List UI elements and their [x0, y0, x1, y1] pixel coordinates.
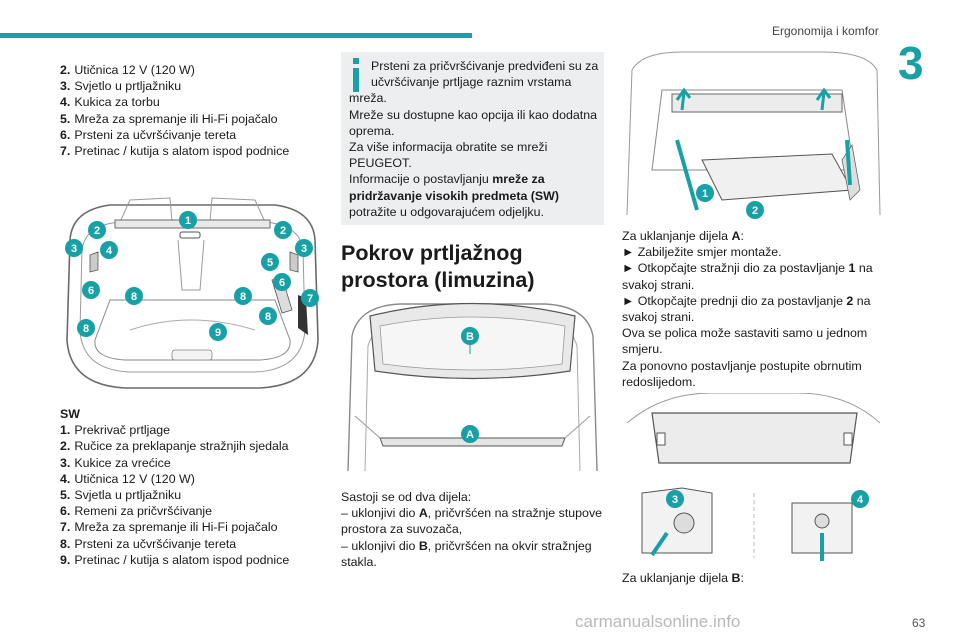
removal-instructions: Za uklanjanje dijela A: ► Zabilježite sm… [622, 229, 873, 389]
cover-illustration: B A [347, 302, 598, 472]
trunk-label: 6 [88, 285, 94, 297]
list-item: 2.Ručice za preklapanje stražnjih sjedal… [60, 439, 289, 454]
list-item: 8.Prsteni za učvršćivanje tereta [60, 536, 237, 551]
list-item: 5.Mreža za spremanje ili Hi-Fi pojačalo [60, 111, 278, 126]
list-item: 3.Kukice za vrećice [60, 455, 171, 470]
fig4-label-3: 3 [672, 494, 678, 506]
fig3-label-2: 2 [752, 205, 758, 217]
section-title: Ergonomija i komfor [772, 24, 879, 38]
trunk-label: 9 [215, 327, 221, 339]
trunk-illustration: 1 2 2 3 3 4 5 6 6 7 8 8 8 8 9 [60, 180, 325, 395]
removal-b-heading: Za uklanjanje dijela B: [622, 571, 744, 585]
cover-label-a: A [466, 429, 474, 441]
trunk-label: 3 [71, 243, 77, 255]
sw-heading: SW [60, 407, 80, 421]
fig4-label-4: 4 [857, 494, 864, 506]
trunk-label: 3 [301, 243, 307, 255]
info-text: Prsteni za pričvršćivanje predviđeni su … [349, 59, 599, 219]
cover-label-b: B [466, 331, 474, 343]
list-item: 4.Kukica za torbu [60, 95, 160, 110]
list-item: 6.Prsteni za učvršćivanje tereta [60, 127, 237, 142]
list-item: 5.Svjetla u prtljažniku [60, 488, 182, 503]
list-item: 6.Remeni za pričvršćivanje [60, 504, 213, 519]
page-number: 63 [912, 616, 926, 630]
trunk-label: 6 [279, 277, 285, 289]
list-item: 9.Pretinac / kutija s alatom ispod podni… [60, 552, 290, 567]
shelf-removal-illustration: 1 2 [626, 51, 881, 219]
trunk-label: 5 [267, 257, 273, 269]
fig3-label-1: 1 [702, 188, 708, 200]
trunk-label: 2 [94, 225, 100, 237]
sw-list: SW 1.Prekrivač prtljage 2.Ručice za prek… [60, 406, 340, 568]
watermark: carmanualsonline.info [575, 612, 741, 631]
trunk-label: 7 [307, 293, 313, 305]
list-item: 7.Pretinac / kutija s alatom ispod podni… [60, 144, 290, 159]
trunk-label: 8 [240, 291, 246, 303]
cover-b-removal-illustration: 3 4 [626, 393, 881, 561]
info-box: Prsteni za pričvršćivanje predviđeni su … [341, 52, 604, 225]
trunk-label: 8 [131, 291, 137, 303]
list-item: 4.Utičnica 12 V (120 W) [60, 471, 195, 486]
trunk-label: 8 [83, 323, 89, 335]
list-item: 2.Utičnica 12 V (120 W) [60, 63, 195, 77]
trunk-label: 4 [106, 245, 113, 257]
chapter-number: 3 [898, 37, 924, 89]
parts-description: Sastoji se od dva dijela: – uklonjivi di… [341, 490, 603, 569]
trunk-label: 2 [280, 225, 286, 237]
trunk-label: 1 [185, 215, 191, 227]
header-accent-bar [0, 33, 472, 38]
info-icon [353, 58, 359, 92]
list-item: 1.Prekrivač prtljage [60, 423, 171, 438]
trunk-label: 8 [265, 311, 271, 323]
list-item: 7.Mreža za spremanje ili Hi-Fi pojačalo [60, 520, 278, 535]
col1-list: 2.Utičnica 12 V (120 W) 3.Svjetlo u prtl… [60, 62, 330, 159]
section-heading: Pokrov prtljažnog prostora (limuzina) [341, 241, 535, 292]
list-item: 3.Svjetlo u prtljažniku [60, 79, 182, 94]
